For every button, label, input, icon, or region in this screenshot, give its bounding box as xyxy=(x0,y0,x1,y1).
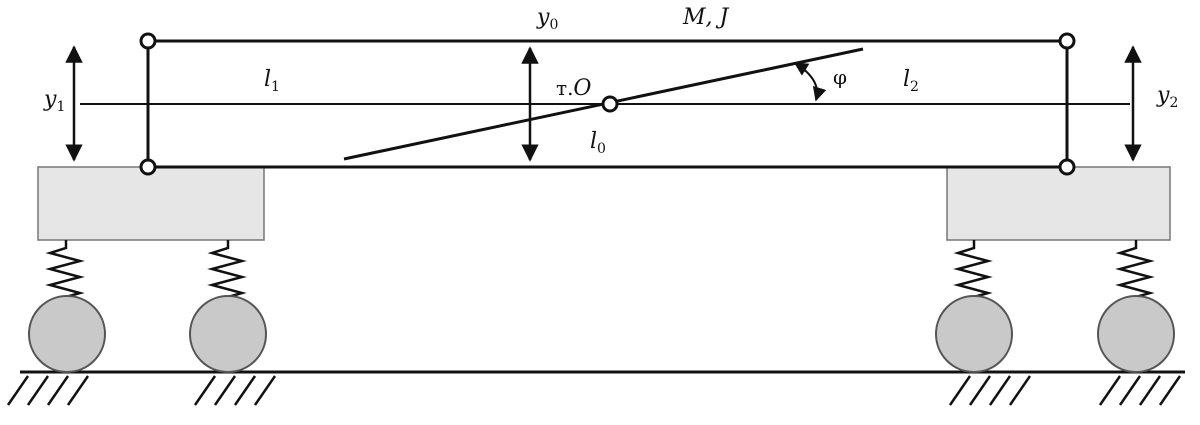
joint-bottom-right xyxy=(1058,158,1076,176)
phi-angle-arc xyxy=(793,62,827,102)
springs xyxy=(45,240,1155,305)
left-bogie-block xyxy=(37,166,265,241)
spring-2 xyxy=(207,240,247,305)
spring-4 xyxy=(1115,240,1155,305)
point-o-joint xyxy=(601,95,619,113)
ground xyxy=(6,370,1185,406)
label-y1: y1 xyxy=(43,87,65,115)
joint-top-right xyxy=(1058,32,1076,50)
label-phi: φ xyxy=(833,65,847,89)
label-l2: l2 xyxy=(903,67,919,95)
label-l0: l0 xyxy=(590,129,606,157)
wheel-1 xyxy=(28,295,106,373)
wheels xyxy=(28,295,1175,373)
wheel-2 xyxy=(189,295,267,373)
right-bogie-block xyxy=(946,166,1171,241)
wheel-3 xyxy=(935,295,1013,373)
label-y0: y0 xyxy=(536,5,558,33)
ground-hatch-left xyxy=(6,375,277,406)
joint-top-left xyxy=(139,32,157,50)
pin-joints xyxy=(139,32,1076,176)
joint-bottom-left xyxy=(139,158,157,176)
ground-hatch-right xyxy=(948,375,1182,406)
label-point-o: т.O xyxy=(556,76,591,101)
wheel-4 xyxy=(1097,295,1175,373)
spring-3 xyxy=(953,240,993,305)
label-m-j: M, J xyxy=(682,5,730,30)
label-y2: y2 xyxy=(1156,83,1178,111)
label-l1: l1 xyxy=(264,67,280,95)
spring-1 xyxy=(45,240,85,305)
